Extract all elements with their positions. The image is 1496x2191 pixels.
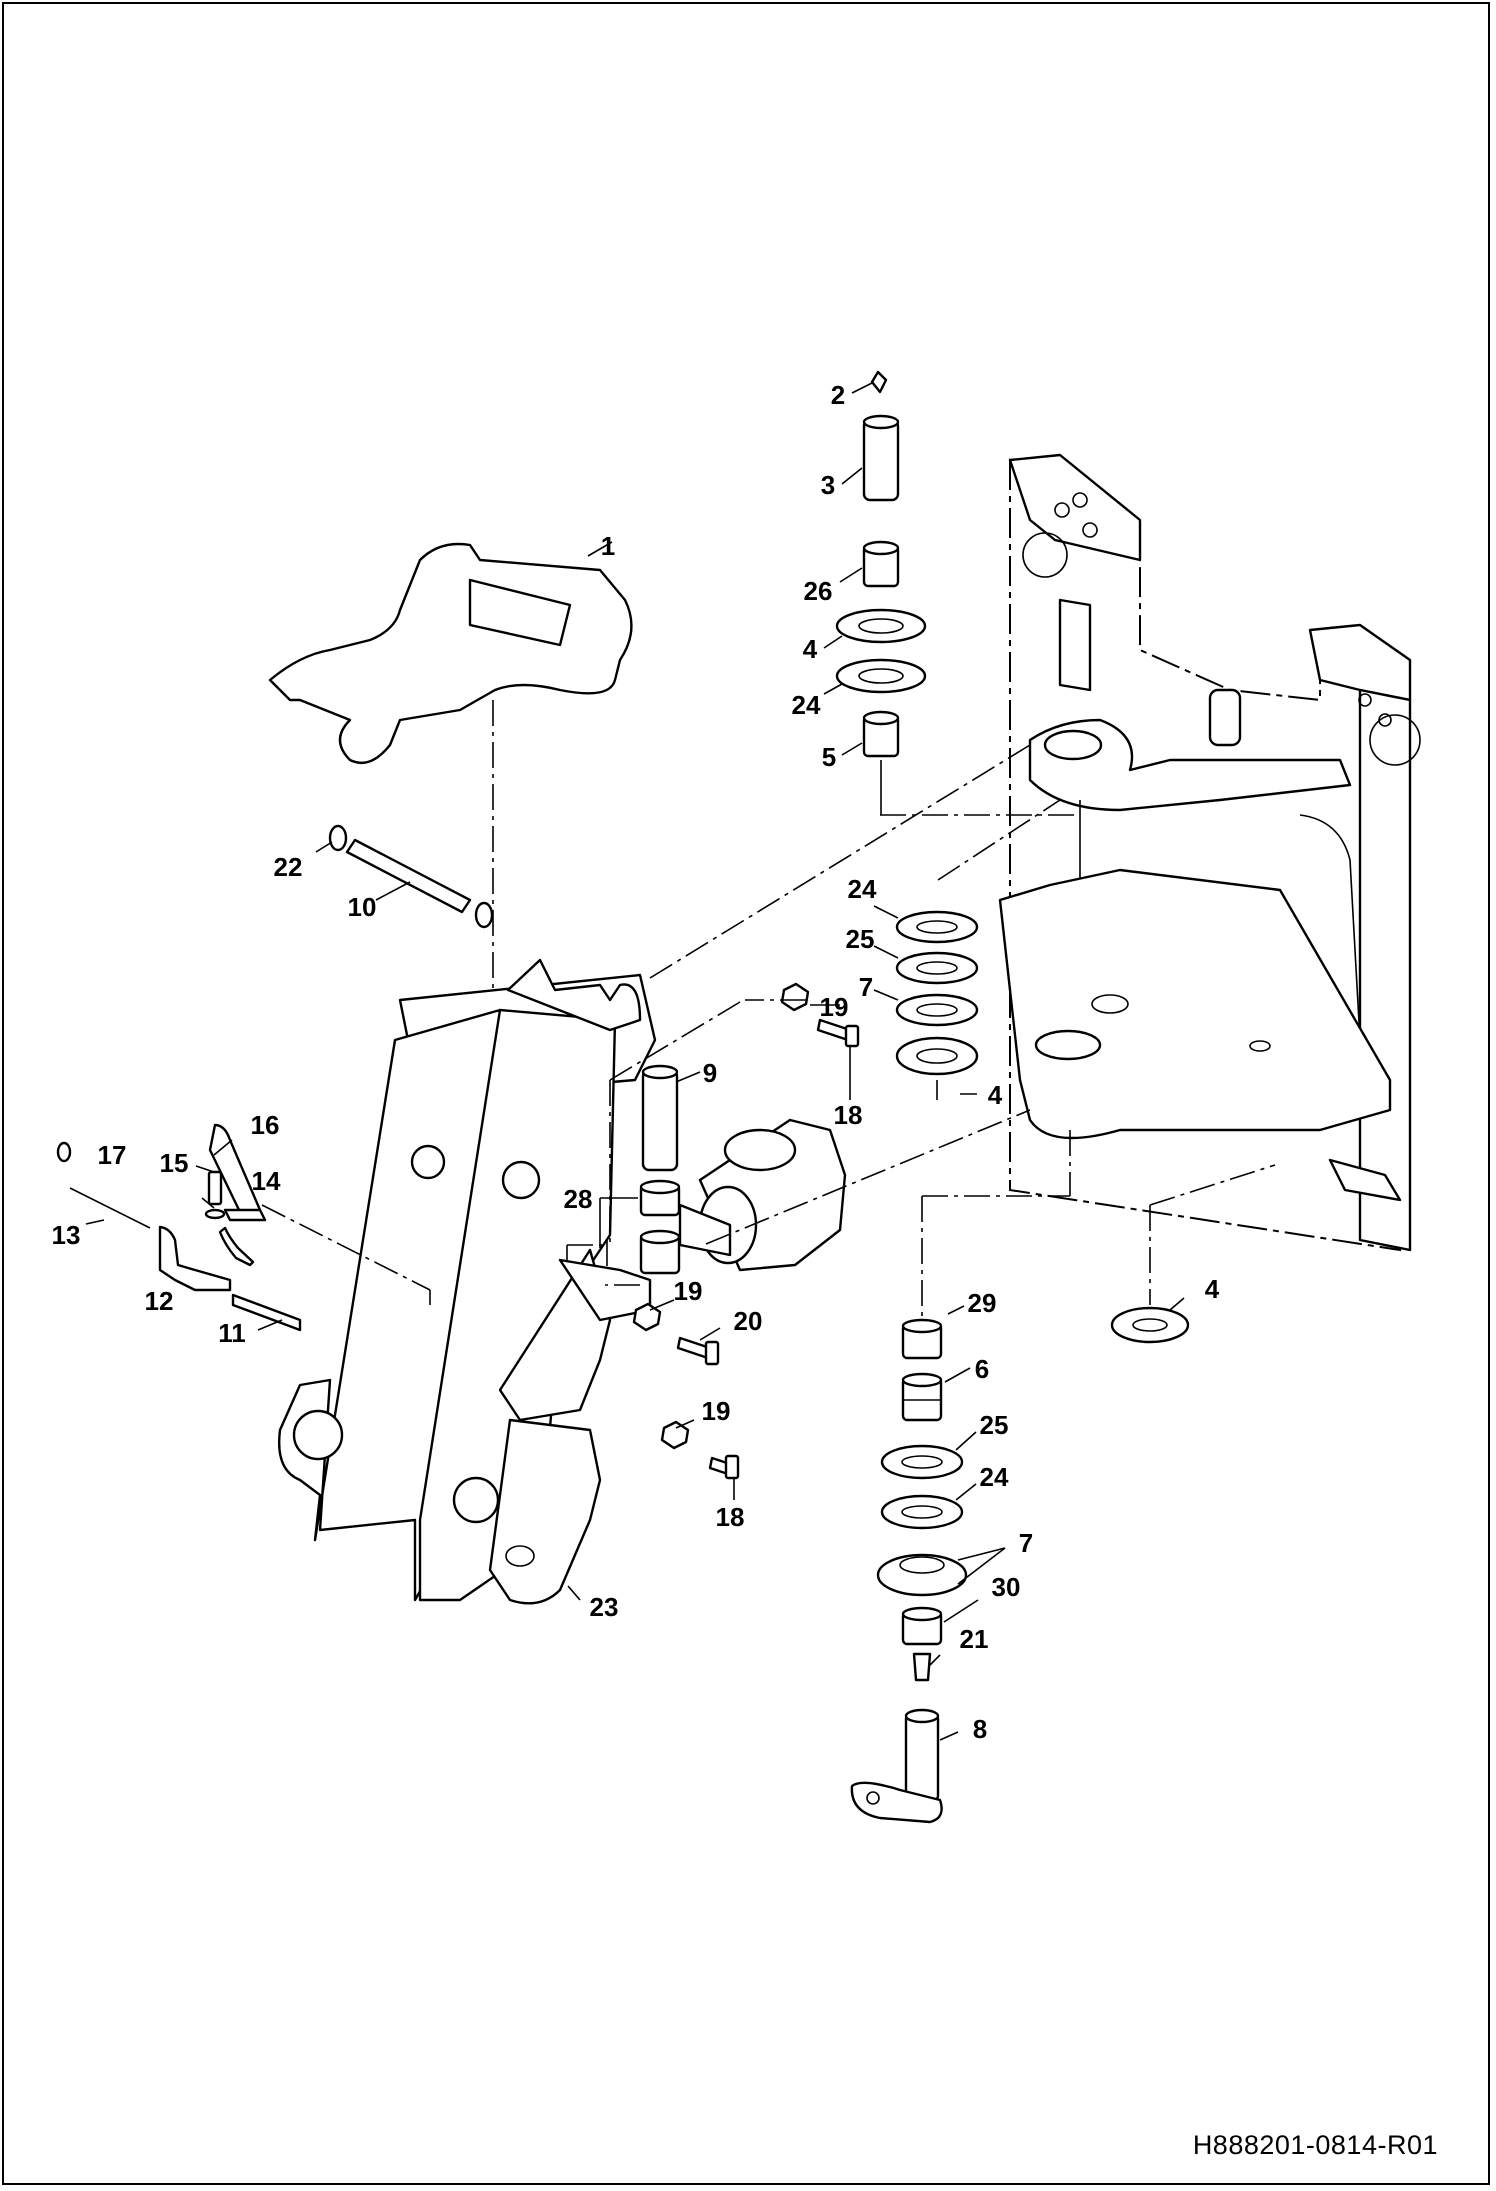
callout-24: 24 [848, 874, 877, 904]
callout-18: 18 [716, 1502, 745, 1532]
callout-1: 1 [601, 531, 615, 561]
callout-4: 4 [988, 1080, 1003, 1110]
callout-14: 14 [252, 1166, 281, 1196]
swing-cylinder-head [678, 1118, 847, 1272]
lower-pin-stack [850, 1318, 968, 1824]
callout-18: 18 [834, 1100, 863, 1130]
callout-26: 26 [804, 576, 833, 606]
callout-23: 23 [590, 1592, 619, 1622]
pin-assembly-10 [328, 824, 494, 929]
callout-5: 5 [822, 742, 836, 772]
callout-22: 22 [274, 852, 303, 882]
callout-25: 25 [846, 924, 875, 954]
callout-29: 29 [968, 1288, 997, 1318]
callout-7: 7 [1019, 1528, 1033, 1558]
callout-20: 20 [734, 1306, 763, 1336]
callout-19: 19 [702, 1396, 731, 1426]
middle-washer-stack [895, 910, 979, 1100]
lower-bracket [998, 868, 1402, 1202]
callout-3: 3 [821, 470, 835, 500]
callout-labels: 1 2 3 26 4 24 5 22 10 24 25 7 19 4 9 18 … [52, 380, 1220, 1744]
callout-2: 2 [831, 380, 845, 410]
callout-25: 25 [980, 1410, 1009, 1440]
boom-body [278, 958, 657, 1605]
upper-arm [268, 542, 633, 765]
center-lines [261, 700, 1276, 1320]
callout-6: 6 [975, 1354, 989, 1384]
mounting-frame [1008, 453, 1421, 1252]
callout-9: 9 [703, 1058, 717, 1088]
leader-lines [85, 382, 1185, 1741]
callout-13: 13 [52, 1220, 81, 1250]
callout-8: 8 [973, 1714, 987, 1744]
pin-9-group [639, 1064, 681, 1275]
callout-17: 17 [98, 1140, 127, 1170]
callout-15: 15 [160, 1148, 189, 1178]
callout-4: 4 [1205, 1274, 1220, 1304]
callout-4: 4 [803, 634, 818, 664]
callout-7: 7 [859, 972, 873, 1002]
callout-16: 16 [251, 1110, 280, 1140]
callout-24: 24 [980, 1462, 1009, 1492]
upper-bracket [1028, 718, 1365, 1081]
bolts-and-nuts [632, 982, 860, 1480]
upper-pin-stack [835, 370, 927, 815]
loose-washer-4 [1110, 1306, 1190, 1344]
callout-24: 24 [792, 690, 821, 720]
callout-12: 12 [145, 1286, 174, 1316]
callout-19: 19 [820, 992, 849, 1022]
callout-21: 21 [960, 1624, 989, 1654]
callout-11: 11 [218, 1318, 246, 1348]
callout-10: 10 [348, 892, 377, 922]
callout-19: 19 [674, 1276, 703, 1306]
callout-30: 30 [992, 1572, 1021, 1602]
callout-28: 28 [564, 1184, 593, 1214]
document-number: H888201-0814-R01 [1192, 2130, 1438, 2160]
left-linkage [56, 1123, 302, 1332]
